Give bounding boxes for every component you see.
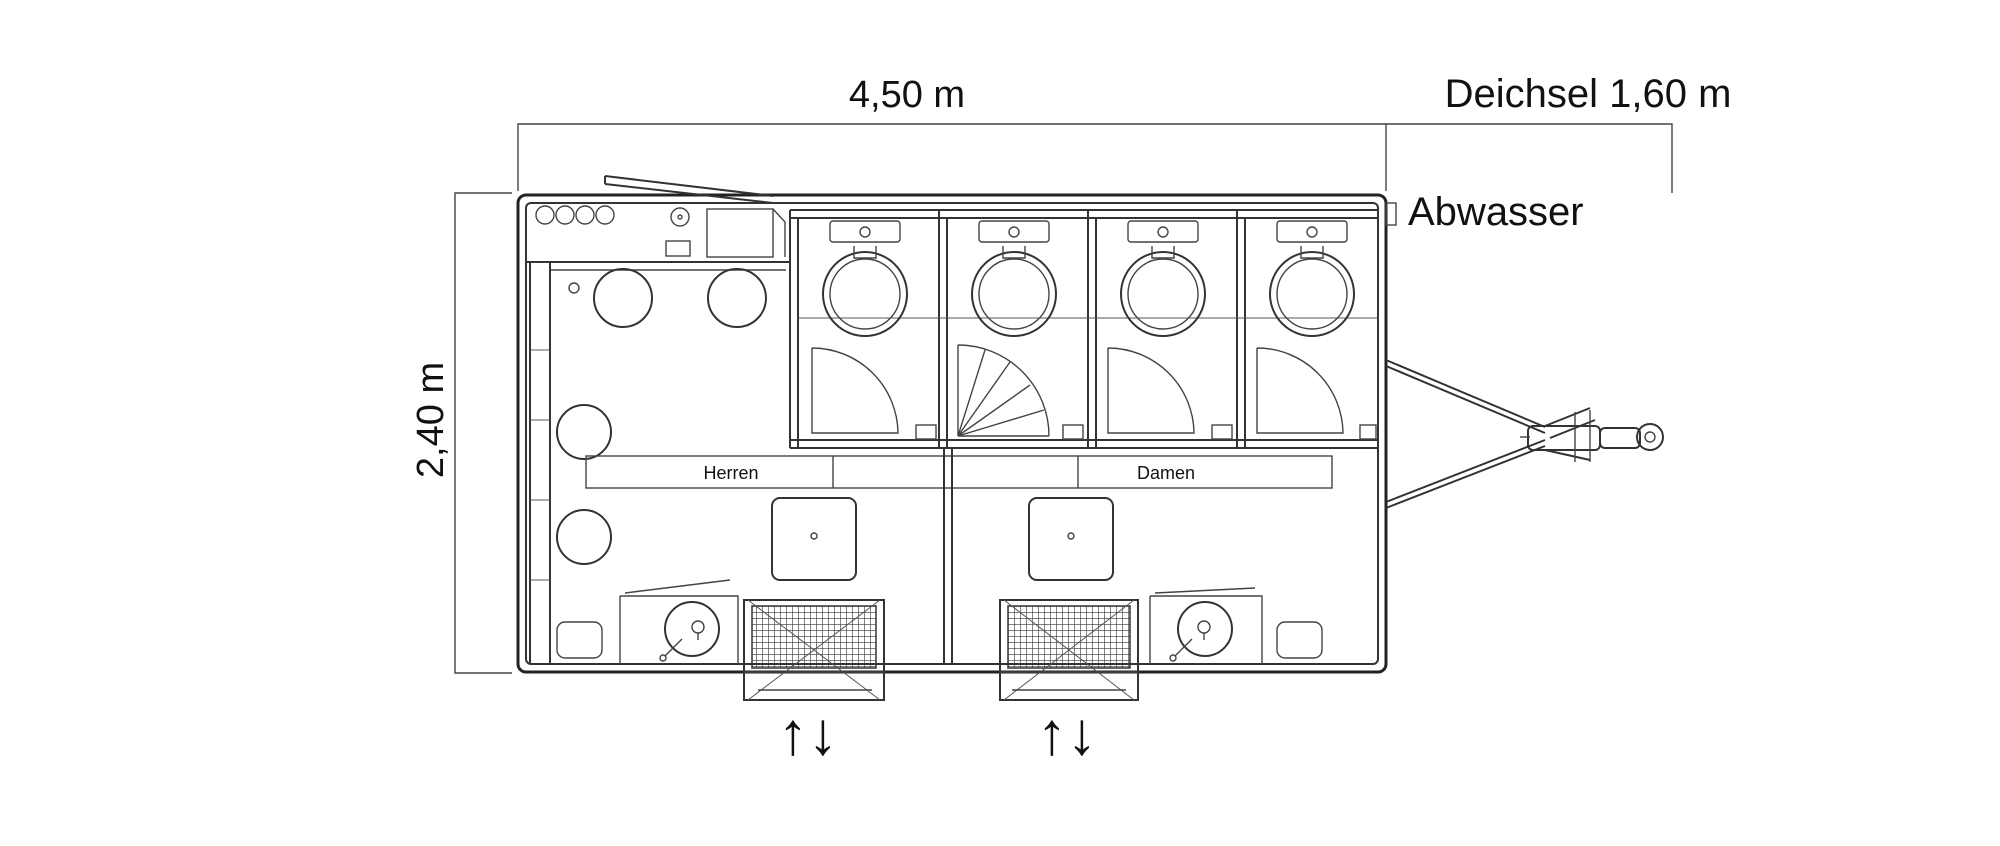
wastewater-label: Abwasser: [1408, 190, 1584, 234]
service-area: [535, 175, 786, 258]
washbasin-women: [1028, 497, 1114, 581]
lower-fixtures: [556, 579, 1323, 664]
drawbar: [1385, 359, 1664, 509]
drawbar-label: Deichsel 1,60 m: [1445, 72, 1732, 116]
urinal-icon: [707, 268, 767, 328]
length-label: 4,50 m: [849, 74, 965, 116]
entrance-arrows-icon: ↑↓: [778, 700, 838, 767]
toilet-icon: [822, 251, 908, 337]
men-section-label: Herren: [703, 463, 758, 483]
width-dimension: 2,40 m: [410, 192, 512, 674]
entrance-step-men: [743, 599, 885, 701]
width-label: 2,40 m: [410, 362, 452, 478]
urinal-icon: [556, 404, 612, 460]
toilet-cabin: [1256, 220, 1377, 440]
toilet-cabins: [789, 209, 1378, 449]
length-dimension: 4,50 m: [517, 74, 1387, 191]
women-section-label: Damen: [1137, 463, 1195, 483]
entrance-arrows-icon: ↑↓: [1037, 700, 1097, 767]
entrance-step-women: [999, 599, 1139, 701]
toilet-icon: [971, 251, 1057, 337]
tank-icon: [1177, 601, 1233, 657]
label-bar: Herren Damen: [585, 455, 1333, 489]
drawbar-dimension: Deichsel 1,60 m: [1386, 72, 1731, 193]
tank-icon: [664, 601, 720, 657]
center-divider: [943, 448, 953, 664]
urinal-area: [527, 261, 790, 664]
toilet-cabin: [1107, 220, 1233, 440]
toilet-cabin: [811, 220, 937, 440]
toilet-icon: [1120, 251, 1206, 337]
urinal-icon: [593, 268, 653, 328]
toilet-cabin: [957, 220, 1084, 440]
washbasin-men: [771, 497, 857, 581]
toilet-icon: [1269, 251, 1355, 337]
urinal-icon: [556, 509, 612, 565]
hitch-ball-icon: [1636, 423, 1664, 451]
